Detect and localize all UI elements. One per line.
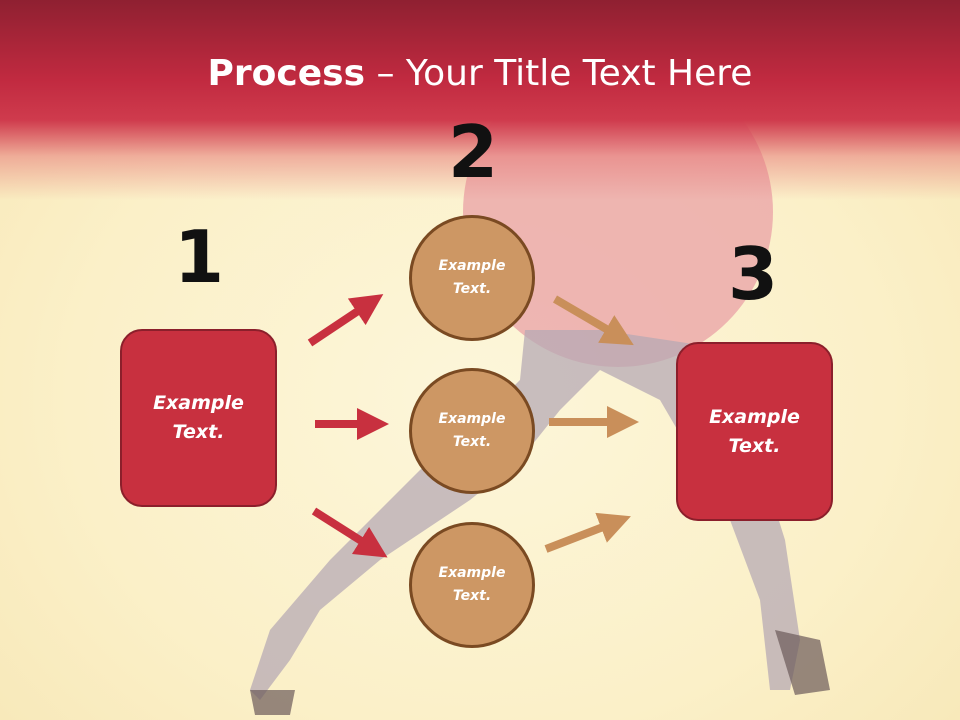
title-bold: Process (207, 53, 366, 94)
step-number-3: 3 (727, 232, 779, 316)
title-band (0, 0, 960, 200)
slide-title: Process – Your Title Text Here (0, 52, 960, 96)
circle-top: Example Text. (409, 215, 535, 341)
step-1-box: Example Text. (120, 329, 277, 507)
step-3-box: Example Text. (676, 342, 833, 521)
circle-top-text: Example Text. (438, 258, 506, 297)
title-rest: – Your Title Text Here (365, 53, 753, 94)
circle-middle: Example Text. (409, 368, 535, 494)
right-shoe (775, 630, 830, 695)
arrow-1-to-circle-bottom (311, 507, 388, 558)
step-1-text: Example Text. (153, 392, 244, 443)
circle-bottom-text: Example Text. (438, 565, 506, 604)
circle-bottom: Example Text. (409, 522, 535, 648)
arrow-1-to-circle-top (307, 294, 384, 347)
step-number-2: 2 (447, 110, 499, 194)
step-number-1: 1 (173, 215, 225, 299)
circle-middle-text: Example Text. (438, 411, 506, 450)
arrow-circle-bottom-to-3 (544, 512, 631, 553)
arrow-circle-top-to-3 (552, 295, 634, 346)
left-shoe (250, 690, 295, 715)
step-3-text: Example Text. (709, 405, 800, 457)
